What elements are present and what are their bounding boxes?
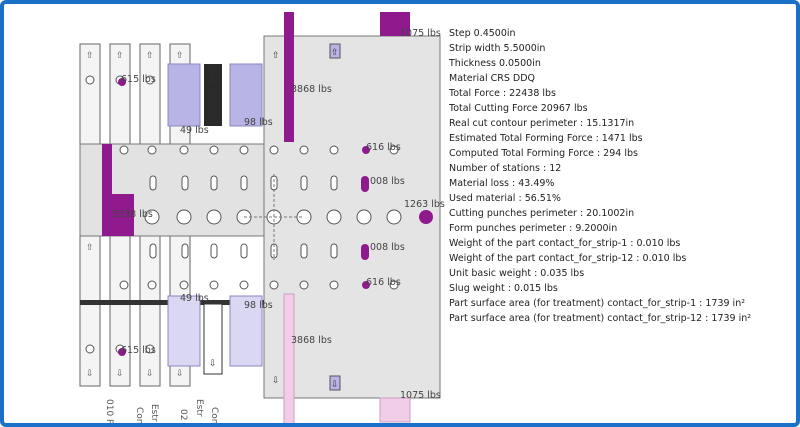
force-label: 008 lbs [370, 242, 405, 253]
svg-text:⇩: ⇩ [116, 369, 124, 379]
cutting-punch [102, 144, 112, 236]
cutting-punch [380, 12, 410, 36]
force-label: 98 lbs [244, 117, 273, 128]
svg-text:⇧: ⇧ [176, 51, 184, 61]
station-label: 010 P [104, 399, 114, 425]
svg-text:⇧: ⇧ [86, 51, 94, 61]
prop-thickness: Thickness 0.0500in [449, 58, 541, 69]
prop-strip-width: Strip width 5.5000in [449, 43, 546, 54]
strip-properties-panel: Step 0.4500in Strip width 5.5000in Thick… [449, 26, 794, 326]
svg-text:⇧: ⇧ [86, 243, 94, 253]
prop-estimated-forming-force: Estimated Total Forming Force : 1471 lbs [449, 133, 643, 144]
force-label: 49 lbs [180, 125, 209, 136]
die-block [139, 235, 161, 387]
prop-surface-area-1: Part surface area (for treatment) contac… [449, 298, 746, 309]
prop-material-loss: Material loss : 43.49% [449, 178, 555, 189]
prop-step: Step 0.4500in [449, 28, 516, 39]
prop-cutting-punches-perimeter: Cutting punches perimeter : 20.1002in [449, 208, 635, 219]
force-label: 1075 lbs [400, 28, 441, 39]
force-label: 615 lbs [121, 345, 156, 356]
strip-layout-drawing: ⇧ ⇧ ⇧ ⇧ ⇩ ⇩ ⇩ ⇩ ⇧ [79, 12, 441, 423]
prop-surface-area-12: Part surface area (for treatment) contac… [449, 313, 752, 324]
force-label: 616 lbs [366, 142, 401, 153]
station-label: 02 [178, 409, 188, 421]
force-label: 5338 lbs [112, 209, 153, 220]
prop-computed-forming-force: Computed Total Forming Force : 294 lbs [449, 148, 638, 159]
svg-text:⇩: ⇩ [209, 359, 217, 369]
form-punch-dark [204, 64, 222, 126]
station-label: Estr [194, 399, 204, 417]
force-label: 3868 lbs [291, 84, 332, 95]
station-label: Con [209, 407, 219, 425]
force-label: 3868 lbs [291, 335, 332, 346]
die-block [109, 235, 131, 387]
force-label: 615 lbs [121, 74, 156, 85]
force-label: 1075 lbs [400, 390, 441, 401]
form-punch-lower [167, 295, 201, 367]
svg-text:⇩: ⇩ [176, 369, 184, 379]
prop-part-weight-12: Weight of the part contact_for_strip-12 … [449, 253, 687, 264]
prop-material: Material CRS DDQ [449, 73, 536, 84]
svg-text:⇧: ⇧ [116, 51, 124, 61]
force-label: 616 lbs [366, 277, 401, 288]
prop-number-of-stations: Number of stations : 12 [449, 163, 562, 174]
prop-part-weight-1: Weight of the part contact_for_strip-1 :… [449, 238, 681, 249]
form-punch-lower-white [203, 303, 223, 375]
form-punch [229, 63, 263, 127]
prop-total-force: Total Force : 22438 lbs [449, 88, 557, 99]
station-label: Con [134, 407, 144, 425]
force-label: 1263 lbs [404, 199, 445, 210]
cutting-punch-lower [283, 293, 295, 423]
prop-total-cutting-force: Total Cutting Force 20967 lbs [449, 103, 588, 114]
force-label: 49 lbs [180, 293, 209, 304]
svg-text:⇩: ⇩ [146, 369, 154, 379]
prop-unit-basic-weight: Unit basic weight : 0.035 lbs [449, 268, 585, 279]
form-punch [361, 176, 369, 192]
force-label: 008 lbs [370, 176, 405, 187]
force-label: 98 lbs [244, 300, 273, 311]
prop-slug-weight: Slug weight : 0.015 lbs [449, 283, 558, 294]
form-punch [419, 210, 433, 224]
station-label: Estr [149, 404, 159, 422]
prop-form-punches-perimeter: Form punches perimeter : 9.2000in [449, 223, 618, 234]
svg-text:⇩: ⇩ [272, 376, 280, 386]
svg-text:⇩: ⇩ [209, 75, 217, 85]
prop-cut-contour-perimeter: Real cut contour perimeter : 15.1317in [449, 118, 635, 129]
die-block [79, 235, 101, 387]
strip-layout-canvas[interactable]: ⇧ ⇧ ⇧ ⇧ ⇩ ⇩ ⇩ ⇩ ⇧ [4, 4, 445, 425]
cutting-punch-lower [379, 397, 411, 423]
form-punch [167, 63, 201, 127]
cutting-punch [284, 12, 294, 142]
svg-text:⇩: ⇩ [86, 369, 94, 379]
form-punch-lower [229, 295, 263, 367]
svg-text:⇧: ⇧ [331, 48, 339, 58]
svg-text:⇧: ⇧ [272, 51, 280, 61]
prop-used-material: Used material : 56.51% [449, 193, 561, 204]
cutting-punch [102, 194, 134, 236]
svg-text:⇩: ⇩ [331, 380, 339, 390]
svg-text:⇧: ⇧ [146, 51, 154, 61]
form-punch [361, 244, 369, 260]
